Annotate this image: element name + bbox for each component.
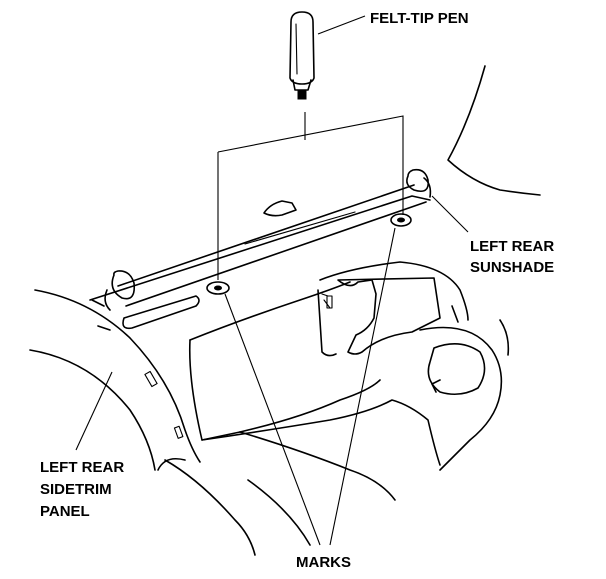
sunshade-roller [89,168,432,330]
sunshade-leader-line [431,195,469,233]
label-felt-tip-pen: FELT-TIP PEN [370,10,469,27]
label-sidetrim-line3: PANEL [40,503,90,520]
label-sunshade-line1: LEFT REAR [470,238,554,255]
label-sidetrim-line2: SIDETRIM [40,481,112,498]
label-marks: MARKS [296,554,351,571]
left-rear-side-trim-panel [29,289,201,471]
mark-spots [206,213,412,295]
sidetrim-leader-line [75,371,113,451]
rear-trim-panels [164,261,510,556]
label-sunshade-line2: SUNSHADE [470,259,554,276]
label-sidetrim-line1: LEFT REAR [40,459,124,476]
marks-leader-lines [224,227,396,546]
right-pillar-outline [447,65,541,196]
felt-tip-pen [289,11,315,100]
pen-to-marks-leader [217,112,404,280]
pen-leader-line [317,15,366,35]
